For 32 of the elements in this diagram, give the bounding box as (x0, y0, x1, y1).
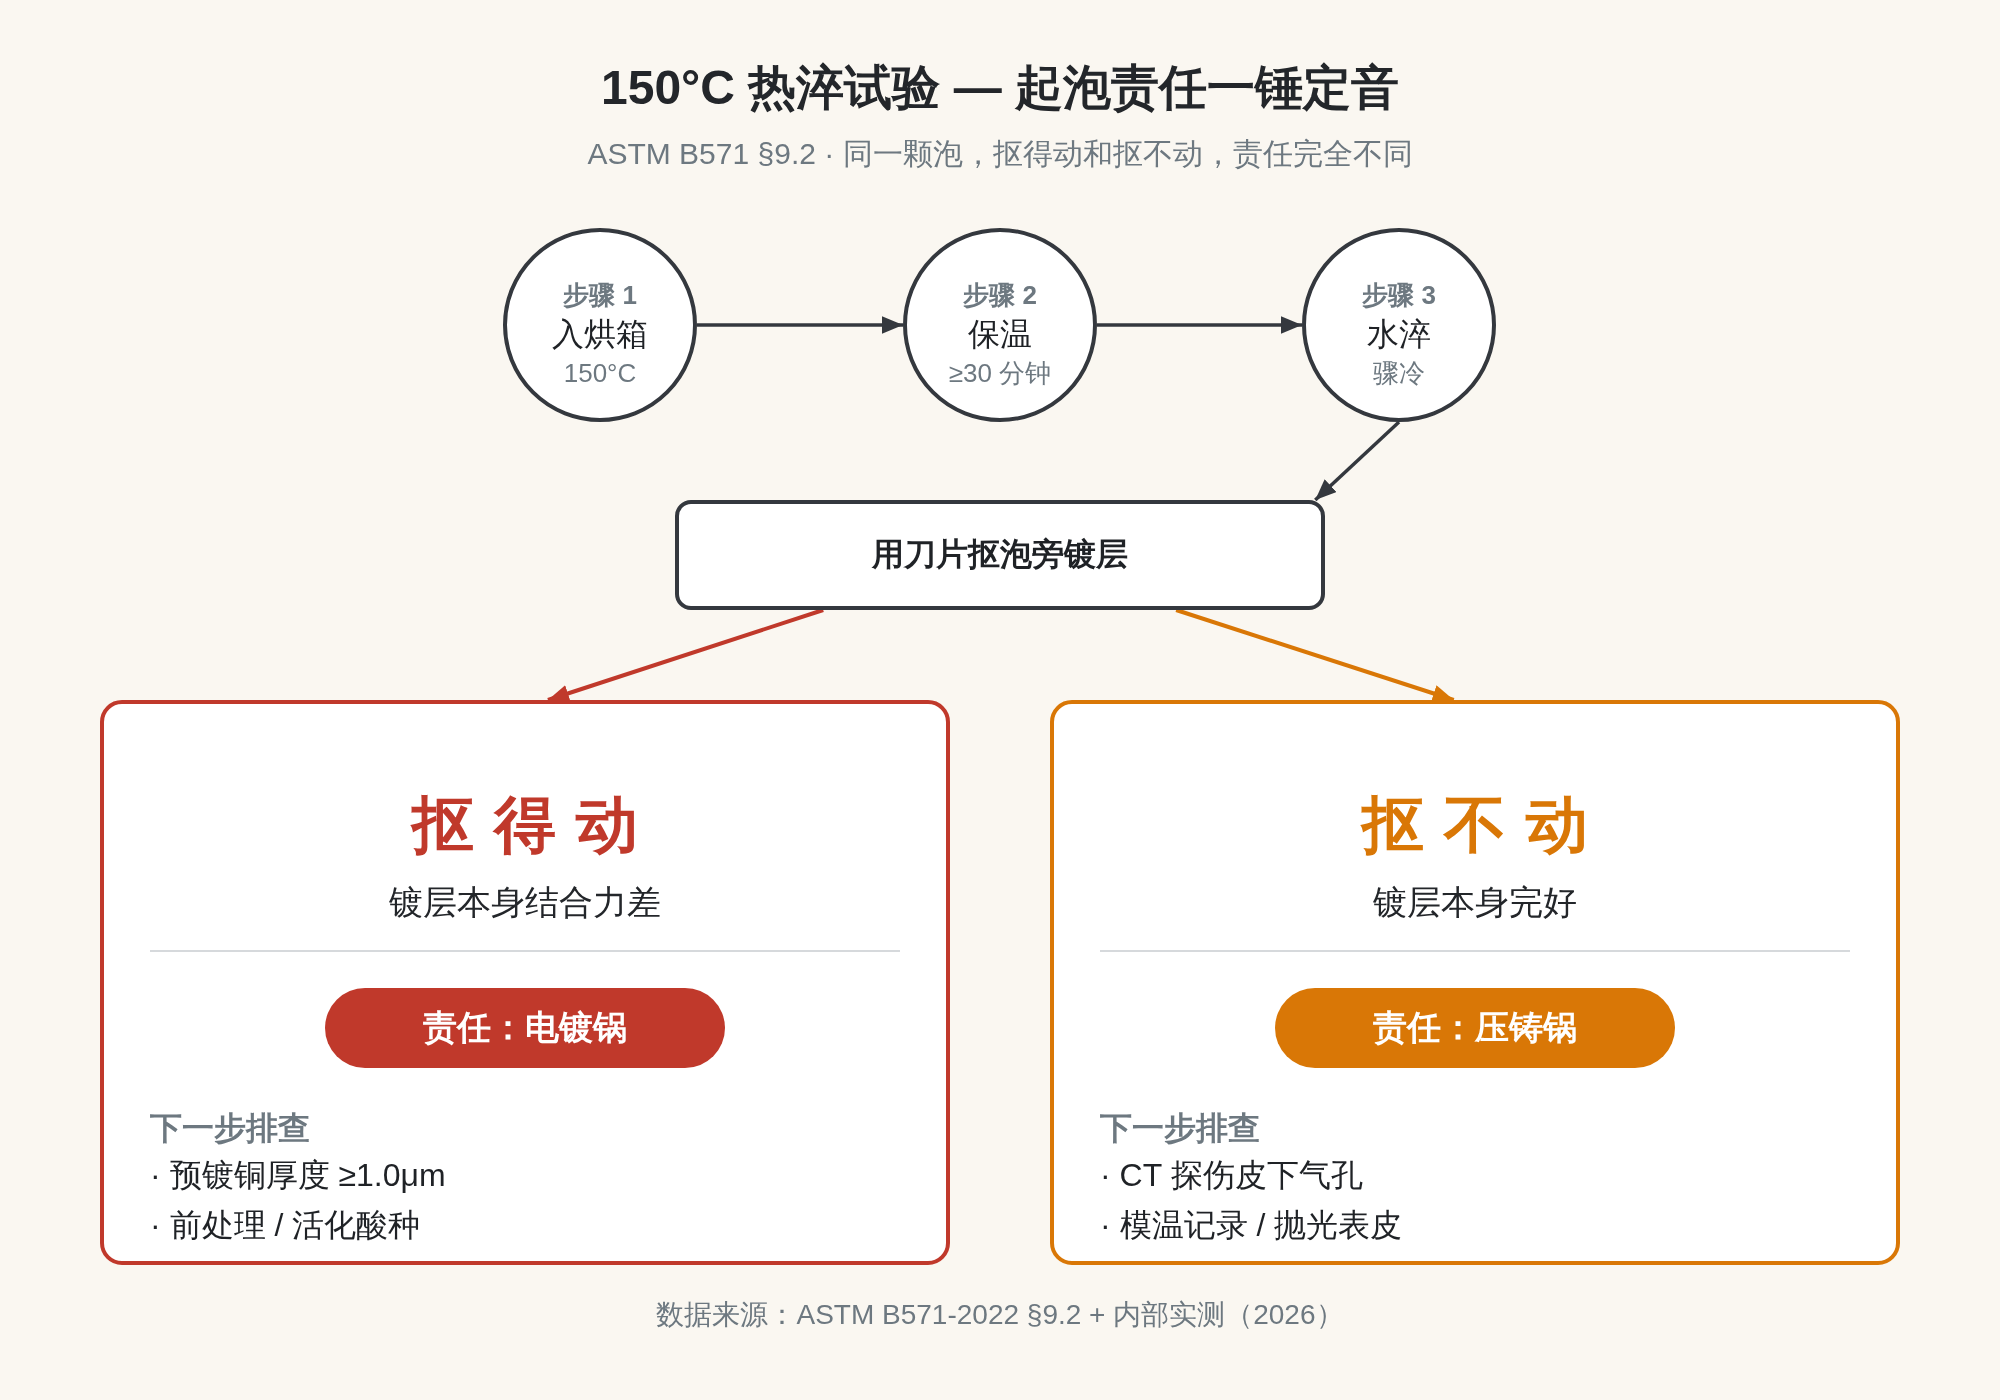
checklist-item: · 预镀铜厚度 ≥1.0μm (150, 1156, 446, 1195)
checklist-item: · CT 探伤皮下气孔 (1100, 1156, 1363, 1195)
responsibility-tag: 责任：压铸锅 (1275, 988, 1675, 1068)
step-note: 骤冷 (1373, 357, 1425, 390)
arrow (1097, 316, 1302, 334)
checklist-item: · 模温记录 / 抛光表皮 (1100, 1206, 1403, 1245)
result-heading: 抠不动 (1359, 789, 1608, 861)
diagram-title: 150°C 热淬试验 — 起泡责任一锤定音 (601, 60, 1399, 116)
process-box: 用刀片抠泡旁镀层 (675, 500, 1325, 610)
result-card (1050, 700, 1900, 1265)
source-note: 数据来源：ASTM B571-2022 §9.2 + 内部实测（2026） (656, 1298, 1344, 1332)
checklist-heading: 下一步排查 (150, 1109, 310, 1148)
responsibility-tag: 责任：电镀锅 (325, 988, 725, 1068)
checklist-item: · 前处理 / 活化酸种 (150, 1206, 421, 1245)
step-number: 步骤 1 (563, 279, 637, 312)
step-note: ≥30 分钟 (948, 357, 1052, 390)
arrow (547, 608, 824, 702)
arrow (1175, 608, 1455, 702)
result-description: 镀层本身完好 (1373, 882, 1577, 923)
result-card (100, 700, 950, 1265)
result-heading: 抠得动 (409, 789, 658, 861)
step-note: 150°C (563, 357, 637, 390)
step-number: 步骤 3 (1362, 279, 1436, 312)
result-description: 镀层本身结合力差 (389, 882, 661, 923)
step-number: 步骤 2 (963, 279, 1037, 312)
step-name: 水淬 (1367, 315, 1431, 354)
step-name: 入烘箱 (552, 315, 648, 354)
diagram-subtitle: ASTM B571 §9.2 · 同一颗泡，抠得动和抠不动，责任完全不同 (587, 136, 1413, 172)
arrow (1314, 420, 1401, 502)
checklist-heading: 下一步排查 (1100, 1109, 1260, 1148)
step-name: 保温 (968, 315, 1032, 354)
arrow (697, 316, 903, 334)
